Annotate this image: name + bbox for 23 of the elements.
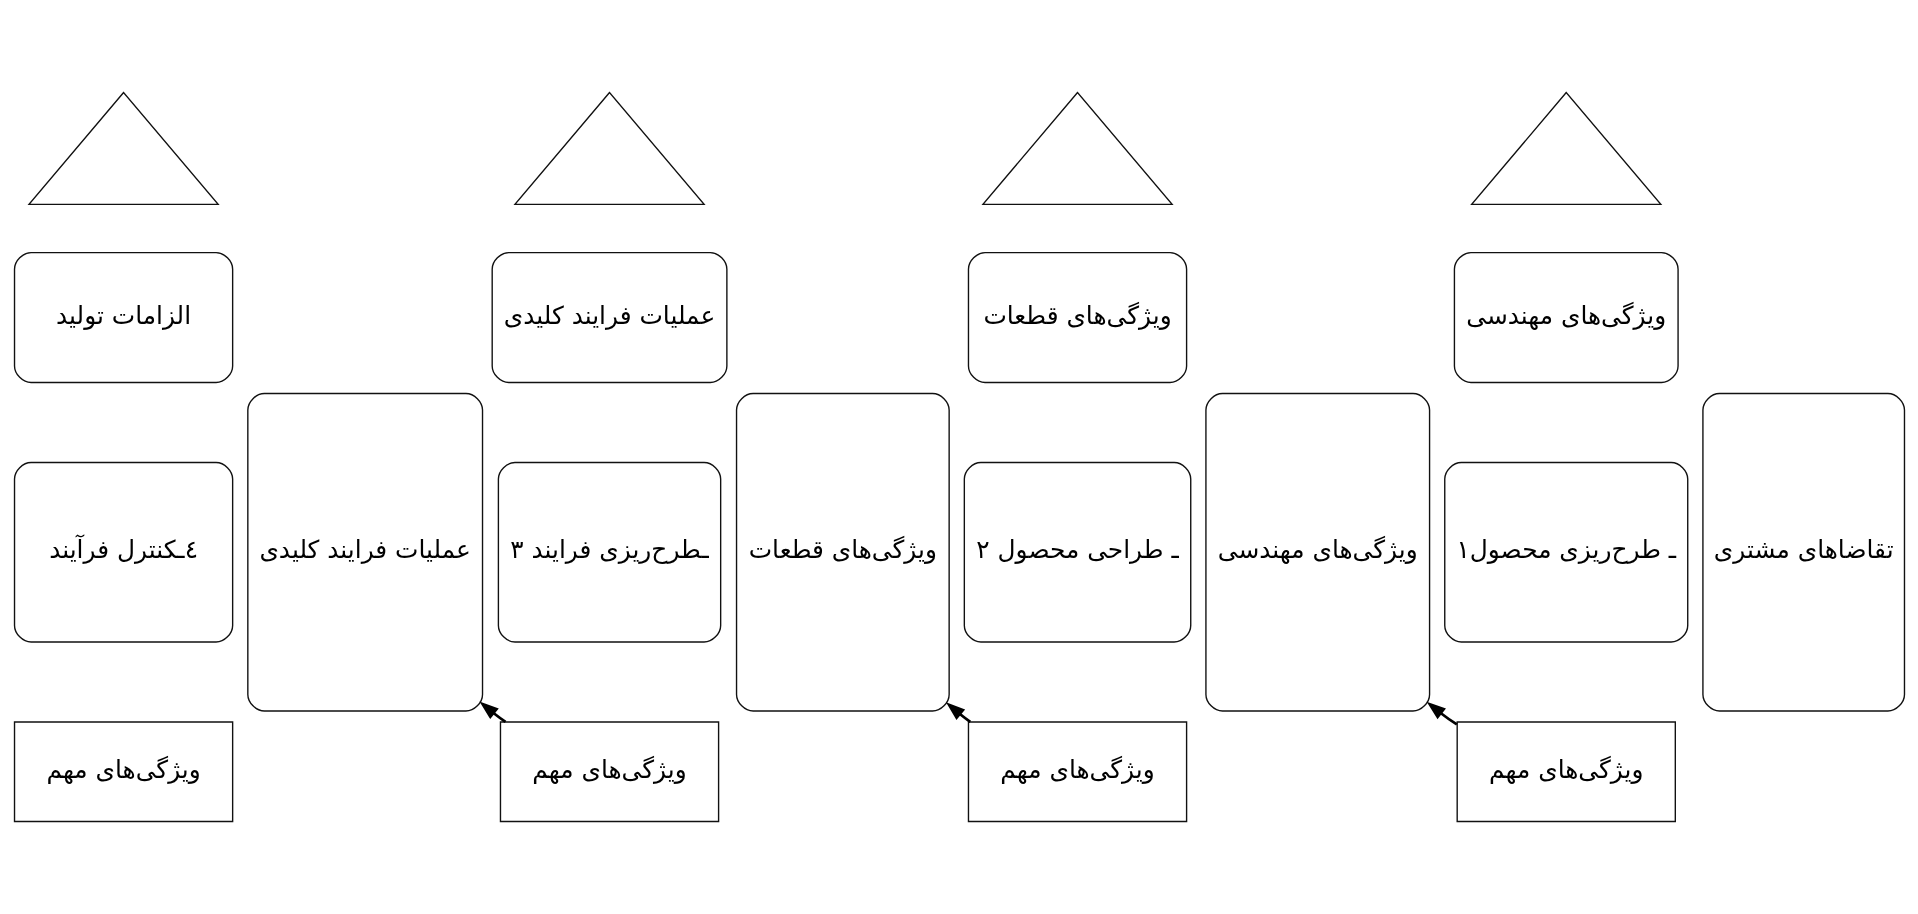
node-box: ویژگی‌های قطعات — [735, 392, 950, 712]
node-box: ۱ـ طرح‌ریزی محصول — [1443, 461, 1688, 643]
node-box: ۳ ـطرح‌ریزی فرایند — [497, 461, 721, 643]
arrow — [1426, 701, 1458, 726]
node-box: ٤ـکنترل فرآیند — [13, 461, 233, 643]
node-triangle — [981, 91, 1174, 206]
node-box: ویژگی‌های مهندسی — [1453, 252, 1679, 384]
node-box: ویژگی‌های مهم — [967, 721, 1187, 823]
node-triangle — [513, 91, 706, 206]
node-box: ویژگی‌های مهم — [1456, 721, 1676, 823]
node-box: ۲ ـ طراحی محصول — [963, 461, 1191, 643]
node-box: ویژگی‌های مهم — [499, 721, 719, 823]
node-triangle — [27, 91, 220, 206]
node-box: ویژگی‌های قطعات — [967, 252, 1187, 384]
node-box: عملیات فرایند کلیدی — [246, 392, 483, 712]
node-triangle — [1469, 91, 1662, 206]
node-box: ویژگی‌های مهم — [13, 721, 233, 823]
arrow — [945, 702, 971, 723]
arrow — [479, 701, 506, 723]
node-box: الزامات تولید — [13, 252, 233, 384]
node-box: ویژگی‌های مهندسی — [1204, 392, 1430, 712]
node-box: عملیات فرایند کلیدی — [491, 252, 728, 384]
node-box: تقاضاهای مشتری — [1701, 392, 1905, 712]
